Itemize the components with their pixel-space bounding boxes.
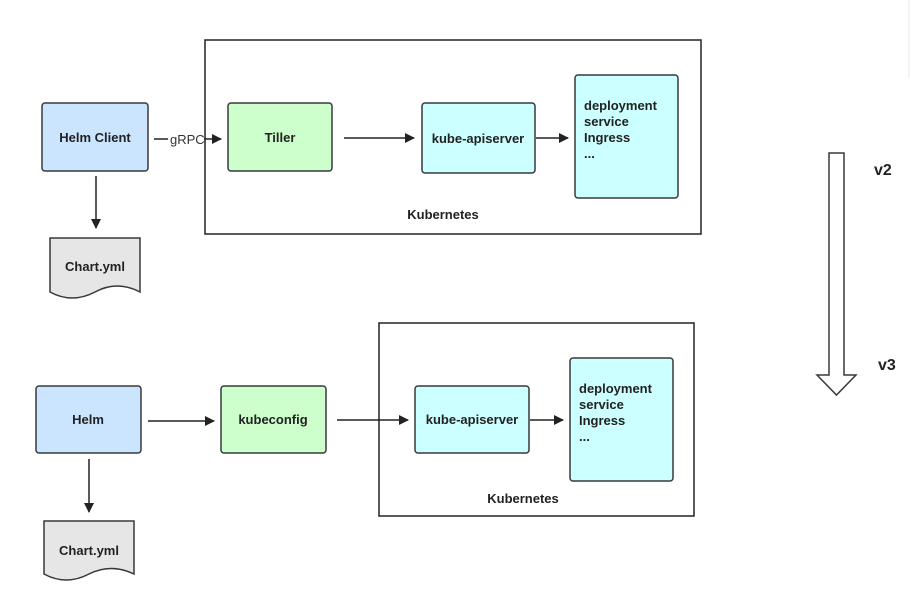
v3-kubeconfig-box bbox=[220, 385, 327, 454]
v3-resource-ingress: Ingress bbox=[579, 413, 625, 428]
version-from-label: v2 bbox=[874, 162, 892, 179]
v2-grpc-label: gRPC bbox=[170, 132, 205, 147]
v2-kubernetes-label: Kubernetes bbox=[407, 207, 479, 222]
v2-chart-document bbox=[49, 237, 141, 299]
v2-tiller-box bbox=[227, 102, 333, 172]
v2-kubernetes-cluster bbox=[204, 39, 702, 235]
v2-tiller-label: Tiller bbox=[265, 130, 296, 145]
v3-resource-service: service bbox=[579, 397, 624, 412]
v3-kubeconfig-label: kubeconfig bbox=[238, 412, 307, 427]
v3-chart-label: Chart.yml bbox=[59, 543, 119, 558]
v2-resource-service: service bbox=[584, 114, 629, 129]
v3-kubernetes-label: Kubernetes bbox=[487, 491, 559, 506]
v2-helm-client-box bbox=[41, 102, 149, 172]
v3-section: Kubernetes Helm kubeconfig kube-apiserve… bbox=[35, 322, 695, 581]
v3-apiserver-label: kube-apiserver bbox=[426, 412, 519, 427]
v2-resource-deployment: deployment bbox=[584, 98, 658, 113]
v2-section: Kubernetes Helm Client gRPC Tiller kube-… bbox=[41, 39, 702, 299]
v3-helm-box bbox=[35, 385, 142, 454]
v2-resources-box bbox=[574, 74, 679, 199]
version-to-label: v3 bbox=[878, 357, 896, 374]
v2-apiserver-box bbox=[421, 102, 536, 174]
v3-apiserver-box bbox=[414, 385, 530, 454]
version-down-arrow-icon bbox=[815, 152, 858, 397]
v2-chart-label: Chart.yml bbox=[65, 259, 125, 274]
v2-resource-ingress: Ingress bbox=[584, 130, 630, 145]
v2-helm-client-label: Helm Client bbox=[59, 130, 131, 145]
v3-resources-box bbox=[569, 357, 674, 482]
version-transition: v2 v3 bbox=[815, 152, 896, 397]
v2-resource-ellipsis: ... bbox=[584, 146, 595, 161]
v3-chart-document bbox=[43, 520, 135, 581]
v2-apiserver-label: kube-apiserver bbox=[432, 131, 525, 146]
v3-resource-deployment: deployment bbox=[579, 381, 653, 396]
v3-resource-ellipsis: ... bbox=[579, 429, 590, 444]
v3-helm-label: Helm bbox=[72, 412, 104, 427]
